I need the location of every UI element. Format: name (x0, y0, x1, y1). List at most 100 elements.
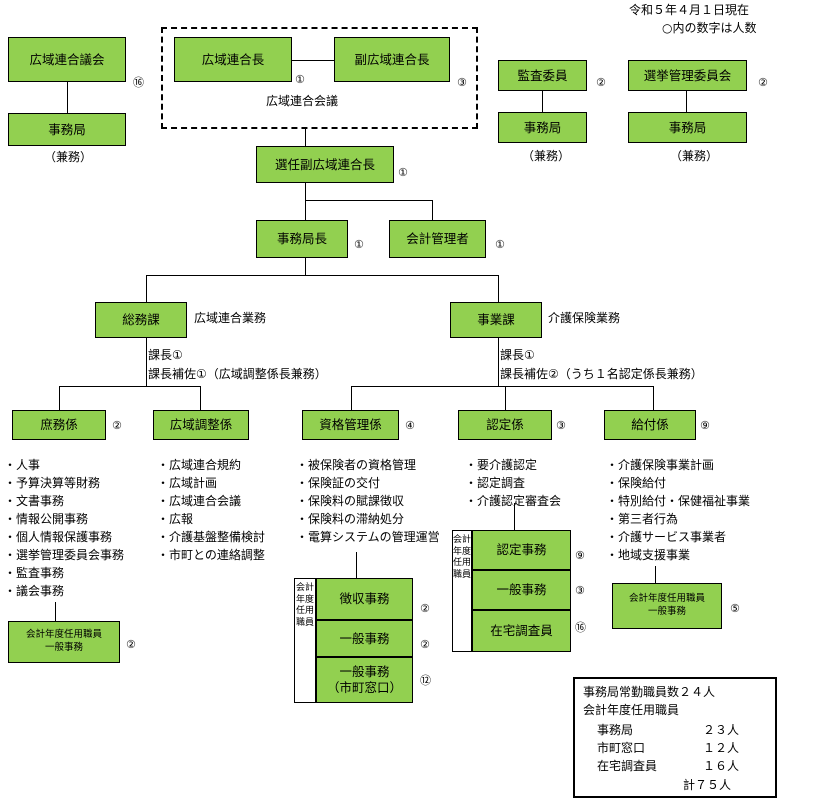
summary-regular: 事務局常勤職員数２４人 (583, 685, 716, 699)
summary-row-label: 市町窓口 (597, 741, 646, 755)
duty-item: ・保険証の交付 (296, 476, 381, 490)
duty-item: ・介護保険事業計画 (606, 458, 715, 472)
duty-item: ・広域連合規約 (157, 458, 242, 472)
connector (146, 275, 499, 276)
summary-row-label: 事務局 (597, 723, 634, 737)
duty-item: ・選挙管理委員会事務 (4, 548, 125, 562)
sub-label: 一般事務 (339, 664, 390, 680)
shikaku-sub-3-count: ⑫ (420, 674, 431, 687)
kyufu-count: ⑨ (700, 419, 710, 432)
connector (59, 386, 201, 387)
shomu-staff-count: ② (126, 638, 136, 651)
assembly-office-box: 事務局 (8, 113, 126, 146)
shomu-staff-box: 会計年度任用職員一般事務 (8, 621, 120, 663)
koiki-duties: ・広域連合規約・広域計画・広域連合会議・広報・介護基盤整備検討・市町との連絡調整 (157, 456, 265, 564)
summary-row-label: 在宅調査員 (597, 759, 658, 773)
connector (514, 503, 515, 530)
connector (686, 91, 687, 112)
assembly-count: ⑯ (133, 76, 144, 89)
count-note: ○内の数字は人数 (662, 21, 757, 35)
connector (146, 338, 147, 386)
connector (498, 338, 499, 386)
shikaku-duties: ・被保険者の資格管理・保険証の交付・保険料の賦課徴収・保険料の滞納処分・電算シス… (296, 456, 440, 546)
nintei-sub-1: 認定事務 (472, 530, 571, 570)
connector (55, 602, 56, 621)
duty-item: ・地域支援事業 (606, 548, 691, 562)
shikaku-sub-3: 一般事務（市町窓口） (316, 657, 413, 703)
connector (653, 386, 654, 410)
staff-role: 一般事務 (647, 606, 686, 617)
staff-summary: 事務局常勤職員数２４人 会計年度任用職員 事務局 ２３人 市町窓口 １２人 在宅… (573, 677, 777, 798)
director-count: ① (354, 238, 364, 251)
shikaku-sub-1-count: ② (420, 602, 430, 615)
shomu-section-box: 庶務係 (12, 410, 106, 440)
connector (542, 91, 543, 112)
shikaku-sub-2-count: ② (420, 638, 430, 651)
kyufu-staff-count: ⑤ (730, 602, 740, 615)
vice-chief-count: ③ (457, 76, 467, 89)
shomu-duties: ・人事・予算決算等財務・文書事務・情報公開事務・個人情報保護事務・選挙管理委員会… (4, 456, 124, 600)
connector (498, 275, 499, 302)
nintei-count: ③ (556, 419, 566, 432)
director-box: 事務局長 (256, 220, 348, 258)
business-chief: 課長① (500, 348, 535, 362)
duty-item: ・特別給付・保健福祉事業 (606, 494, 751, 508)
duty-item: ・市町との連絡調整 (157, 548, 265, 562)
auditor-office-note: （兼務） (522, 149, 571, 163)
as-of-date: 令和５年４月１日現在 (629, 3, 750, 17)
council-label: 広域連合会議 (266, 94, 339, 108)
connector (292, 60, 334, 61)
koiki-section-box: 広域調整係 (153, 410, 249, 440)
auditor-office-box: 事務局 (498, 112, 587, 143)
nintei-sub-1-count: ⑨ (575, 549, 585, 562)
staff-type: 会計年度任用職員 (25, 629, 102, 641)
kyufu-duties: ・介護保険事業計画・保険給付・特別給付・保健福祉事業・第三者行為・介護サービス事… (606, 456, 750, 564)
accountant-box: 会計管理者 (389, 220, 486, 258)
shikaku-fiscal-staff-label: 会計年度任用職員 (294, 578, 316, 703)
sub-label-note: （市町窓口） (326, 680, 402, 695)
election-count: ② (758, 76, 768, 89)
connector (59, 386, 60, 410)
summary-total: 計７５人 (683, 778, 732, 792)
connector (356, 552, 357, 578)
shikaku-sub-1: 徴収事務 (316, 578, 413, 620)
elected-vice-count: ① (398, 166, 408, 179)
duty-item: ・広報 (157, 512, 194, 526)
duty-item: ・文書事務 (4, 494, 65, 508)
duty-item: ・要介護認定 (465, 458, 538, 472)
duty-item: ・監査事務 (4, 566, 65, 580)
connector (305, 200, 433, 201)
connector (505, 386, 506, 410)
connector (655, 566, 656, 583)
vice-chief-box: 副広域連合長 (334, 37, 450, 82)
duty-item: ・人事 (4, 458, 41, 472)
duty-item: ・介護サービス事業者 (606, 530, 727, 544)
kyufu-staff-box: 会計年度任用職員一般事務 (612, 583, 722, 629)
election-office-box: 事務局 (628, 112, 747, 143)
connector (67, 82, 68, 113)
duty-item: ・電算システムの管理運営 (296, 530, 440, 544)
shikaku-count: ④ (405, 419, 415, 432)
duty-item: ・被保険者の資格管理 (296, 458, 417, 472)
election-box: 選挙管理委員会 (628, 60, 747, 91)
business-division-box: 事業課 (450, 302, 542, 338)
general-division-box: 総務課 (95, 302, 187, 338)
duty-item: ・個人情報保護事務 (4, 530, 113, 544)
duty-item: ・第三者行為 (606, 512, 679, 526)
accountant-count: ① (495, 238, 505, 251)
connector (432, 200, 433, 220)
summary-row-value: １６人 (703, 759, 740, 773)
auditor-count: ② (596, 76, 606, 89)
business-division-duty: 介護保険業務 (548, 311, 621, 325)
business-assistant: 課長補佐②（うち１名認定係長兼務） (500, 367, 703, 381)
kyufu-section-box: 給付係 (604, 410, 696, 440)
summary-row-value: １２人 (703, 741, 740, 755)
chief-count: ① (295, 73, 305, 86)
shikaku-section-box: 資格管理係 (302, 410, 399, 440)
duty-item: ・予算決算等財務 (4, 476, 101, 490)
connector (146, 275, 147, 302)
assembly-office-note: （兼務） (44, 150, 93, 164)
connector (305, 129, 306, 146)
summary-row-value: ２３人 (703, 723, 740, 737)
